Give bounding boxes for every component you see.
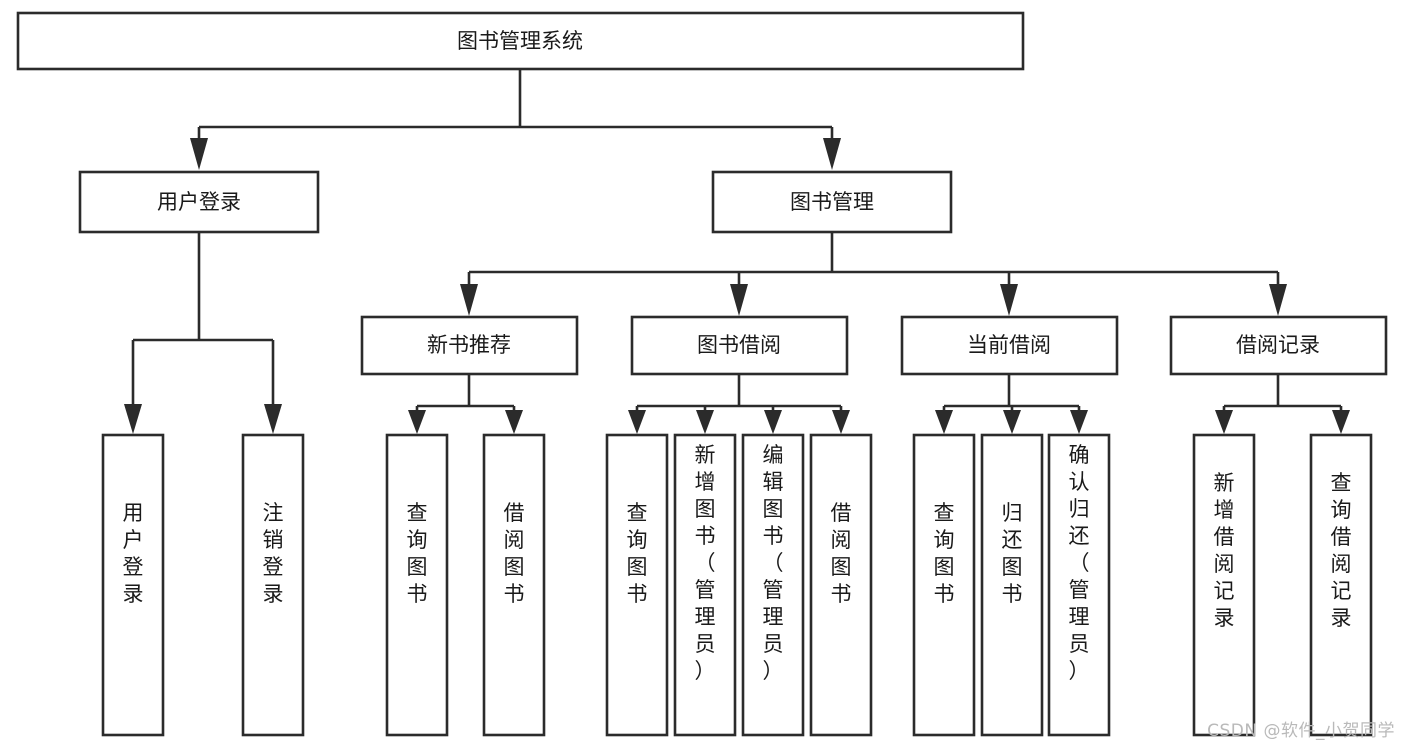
leaf-borrow-book-recommend-label: 借阅图书 (504, 501, 525, 606)
node-user-login-label: 用户登录 (157, 190, 241, 214)
arrow-leaf-add-record (1215, 410, 1233, 434)
leaf-borrow-book-borrow-label: 借阅图书 (831, 501, 852, 606)
leaf-query-book-recommend-box (385, 433, 449, 737)
leaf-query-book-borrow[interactable]: 查询图书 (605, 433, 669, 737)
node-new-book-recommend[interactable]: 新书推荐 (360, 315, 579, 376)
node-book-borrow-box (630, 315, 849, 376)
leaf-confirm-return-admin-box (1047, 433, 1111, 737)
leaf-confirm-return-admin-label: 确认归还（管理员） (1069, 443, 1090, 683)
leaf-logout-login-box (241, 433, 305, 737)
edge-group-root-to-level2 (190, 69, 841, 170)
leaf-edit-book-admin-label: 编辑图书（管理员） (763, 443, 784, 683)
edge-group-newbook-to-leaves (408, 375, 523, 434)
leaf-edit-book-admin[interactable]: 编辑图书（管理员） (741, 433, 805, 737)
arrow-leaf-query-book-c (935, 410, 953, 434)
leaf-query-book-borrow-label: 查询图书 (627, 501, 648, 606)
node-book-management-label: 图书管理 (790, 190, 874, 214)
leaf-borrow-book-recommend-box (482, 433, 546, 737)
arrow-leaf-query-book-a (408, 410, 426, 434)
leaf-query-borrow-record-box (1309, 433, 1373, 737)
node-book-borrow[interactable]: 图书借阅 (630, 315, 849, 376)
arrow-to-new-book-recommend (460, 284, 478, 316)
leaf-user-login[interactable]: 用户登录 (101, 433, 165, 737)
leaf-borrow-book-borrow-box (809, 433, 873, 737)
node-new-book-recommend-label: 新书推荐 (427, 333, 511, 357)
arrow-to-borrow-record (1269, 284, 1287, 316)
node-user-login[interactable]: 用户登录 (78, 170, 320, 234)
leaf-confirm-return-admin[interactable]: 确认归还（管理员） (1047, 433, 1111, 737)
arrow-leaf-query-record (1332, 410, 1350, 434)
edge-group-bookmanage-to-level3 (460, 233, 1287, 316)
node-root-book-management-system[interactable]: 图书管理系统 (16, 11, 1025, 71)
edge-group-borrowrecord-to-leaves (1215, 375, 1350, 434)
leaf-borrow-book-recommend[interactable]: 借阅图书 (482, 433, 546, 737)
arrow-leaf-edit-book (764, 410, 782, 434)
arrow-leaf-query-book-b (628, 410, 646, 434)
edge-group-bookborrow-to-leaves (628, 375, 850, 434)
leaf-add-borrow-record[interactable]: 新增借阅记录 (1192, 433, 1256, 737)
leaf-add-borrow-record-box (1192, 433, 1256, 737)
arrow-leaf-logout-login (264, 404, 282, 434)
leaf-edit-book-admin-box (741, 433, 805, 737)
arrow-leaf-confirm-return (1070, 410, 1088, 434)
leaf-query-book-recommend-label: 查询图书 (407, 501, 428, 606)
arrow-leaf-add-book (696, 410, 714, 434)
arrow-leaf-return-book (1003, 410, 1021, 434)
node-borrow-record[interactable]: 借阅记录 (1169, 315, 1388, 376)
node-borrow-record-label: 借阅记录 (1236, 333, 1320, 357)
arrow-leaf-borrow-book-a (505, 410, 523, 434)
arrow-leaf-borrow-book-b (832, 410, 850, 434)
leaf-query-book-current[interactable]: 查询图书 (912, 433, 976, 737)
node-root-box (16, 11, 1025, 71)
node-user-login-box (78, 170, 320, 234)
leaf-add-borrow-record-label: 新增借阅记录 (1214, 471, 1235, 630)
node-new-book-recommend-box (360, 315, 579, 376)
node-borrow-record-box (1169, 315, 1388, 376)
leaf-query-borrow-record-label: 查询借阅记录 (1331, 471, 1352, 630)
leaf-return-book-label: 归还图书 (1002, 501, 1023, 606)
leaf-add-book-admin-box (673, 433, 737, 737)
leaf-query-book-recommend[interactable]: 查询图书 (385, 433, 449, 737)
arrow-leaf-user-login (124, 404, 142, 434)
edge-group-currentborrow-to-leaves (935, 375, 1088, 434)
leaf-return-book[interactable]: 归还图书 (980, 433, 1044, 737)
node-current-borrow[interactable]: 当前借阅 (900, 315, 1119, 376)
leaf-query-book-borrow-box (605, 433, 669, 737)
node-book-management[interactable]: 图书管理 (711, 170, 953, 234)
node-book-management-box (711, 170, 953, 234)
leaf-user-login-box (101, 433, 165, 737)
arrow-to-current-borrow (1000, 284, 1018, 316)
arrow-to-user-login (190, 138, 208, 170)
leaf-user-login-label: 用户登录 (123, 501, 144, 606)
node-root-label: 图书管理系统 (457, 29, 583, 53)
leaf-add-book-admin[interactable]: 新增图书（管理员） (673, 433, 737, 737)
edge-group-userlogin-to-leaves (124, 233, 282, 434)
leaf-query-book-current-label: 查询图书 (934, 501, 955, 606)
arrow-to-book-manage (823, 138, 841, 170)
node-current-borrow-label: 当前借阅 (967, 333, 1051, 357)
leaf-query-book-current-box (912, 433, 976, 737)
leaf-return-book-box (980, 433, 1044, 737)
arrow-to-book-borrow (730, 284, 748, 316)
leaf-add-book-admin-label: 新增图书（管理员） (695, 443, 716, 683)
node-current-borrow-box (900, 315, 1119, 376)
leaf-borrow-book-borrow[interactable]: 借阅图书 (809, 433, 873, 737)
node-book-borrow-label: 图书借阅 (697, 333, 781, 357)
leaf-query-borrow-record[interactable]: 查询借阅记录 (1309, 433, 1373, 737)
leaf-logout-login-label: 注销登录 (263, 501, 284, 606)
leaf-logout-login[interactable]: 注销登录 (241, 433, 305, 737)
